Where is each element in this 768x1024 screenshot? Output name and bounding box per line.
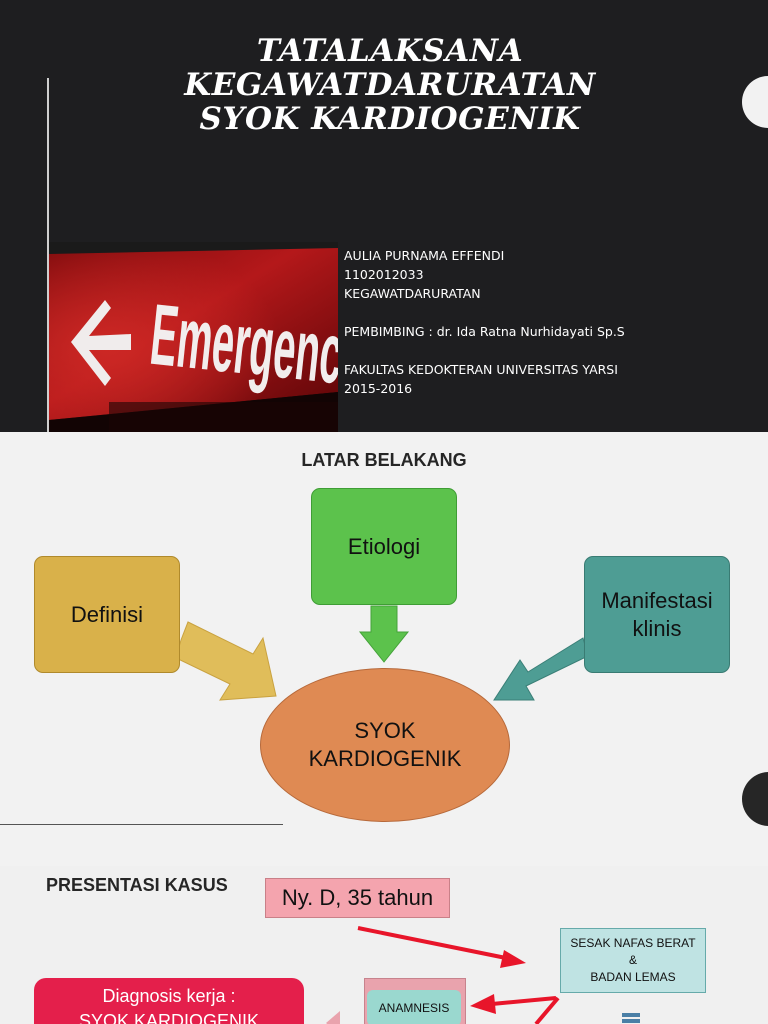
anamnesis-box: ANAMNESIS (367, 990, 461, 1024)
case-arrows (357, 926, 560, 1024)
supervisor: PEMBIMBING : dr. Ida Ratna Nurhidayati S… (344, 324, 625, 339)
spacer (344, 341, 625, 360)
slide-heading: LATAR BELAKANG (301, 450, 467, 470)
manifestasi-box: Manifestasi klinis (584, 556, 730, 673)
complaint-line: BADAN LEMAS (590, 970, 676, 984)
academic-year: 2015-2016 (344, 381, 413, 396)
diagnosis-box: Diagnosis kerja : SYOK KARDIOGENIK (34, 978, 304, 1024)
background-slide: LATAR BELAKANG Definisi Etiologi Manifes… (0, 432, 768, 866)
faculty: FAKULTAS KEDOKTERAN UNIVERSITAS YARSI (344, 362, 618, 377)
patient-label: Ny. D, 35 tahun (281, 885, 434, 910)
definisi-label: Definisi (70, 601, 144, 627)
etiologi-box: Etiologi (311, 488, 457, 605)
author-name: AULIA PURNAMA EFFENDI (344, 248, 505, 263)
manifestasi-label-line: Manifestasi (601, 587, 713, 613)
center-label-line: KARDIOGENIK (308, 746, 462, 771)
decorative-circle (742, 76, 768, 128)
vertical-divider (47, 78, 49, 432)
diagnosis-line: Diagnosis kerja : (102, 986, 236, 1006)
anamnesis-label: ANAMNESIS (378, 1001, 450, 1015)
slide-heading: PRESENTASI KASUS (46, 875, 228, 895)
title-line: TATALAKSANA (256, 33, 524, 69)
diagnosis-line: SYOK KARDIOGENIK (78, 1011, 260, 1024)
arrow-etiologi (358, 605, 410, 663)
emergency-sign-photo: Emergency (49, 242, 338, 432)
spacer (344, 303, 625, 322)
center-label-line: SYOK (354, 718, 416, 743)
arrowhead (500, 950, 526, 968)
pointer-triangle (326, 1011, 340, 1024)
department: KEGAWATDARURATAN (344, 286, 481, 301)
case-slide: PRESENTASI KASUS Ny. D, 35 tahun SESAK N… (0, 866, 768, 1024)
arrow-complaint-to-anamnesis (491, 996, 557, 1006)
left-arrow-icon (71, 300, 131, 386)
complaint-line: & (628, 953, 637, 967)
arrow-patient-to-complaint (357, 926, 507, 960)
arrow-manifestasi (493, 637, 589, 701)
patient-box: Ny. D, 35 tahun (265, 878, 450, 918)
etiologi-label: Etiologi (347, 533, 421, 559)
stack-icon (622, 1013, 640, 1023)
syok-kardiogenik-ellipse: SYOK KARDIOGENIK (260, 668, 510, 822)
title-line: KEGAWATDARURATAN (184, 67, 596, 103)
complaint-box: SESAK NAFAS BERAT & BADAN LEMAS (560, 928, 706, 993)
arrow-complaint-down (534, 996, 560, 1024)
diagram-arrows (175, 605, 589, 701)
student-id: 1102012033 (344, 267, 424, 282)
sign-text: Emergency (146, 287, 338, 405)
arrowhead (470, 994, 496, 1014)
title-slide: TATALAKSANA KEGAWATDARURATAN SYOK KARDIO… (0, 0, 768, 432)
slide-title: TATALAKSANA KEGAWATDARURATAN SYOK KARDIO… (150, 34, 630, 136)
author-info: AULIA PURNAMA EFFENDI 1102012033 KEGAWAT… (344, 246, 625, 398)
complaint-line: SESAK NAFAS BERAT (570, 936, 696, 950)
divider-line (0, 824, 283, 825)
manifestasi-label-line: klinis (632, 615, 682, 641)
definisi-box: Definisi (34, 556, 180, 673)
arrow-definisi (175, 621, 277, 701)
title-line: SYOK KARDIOGENIK (199, 101, 581, 137)
